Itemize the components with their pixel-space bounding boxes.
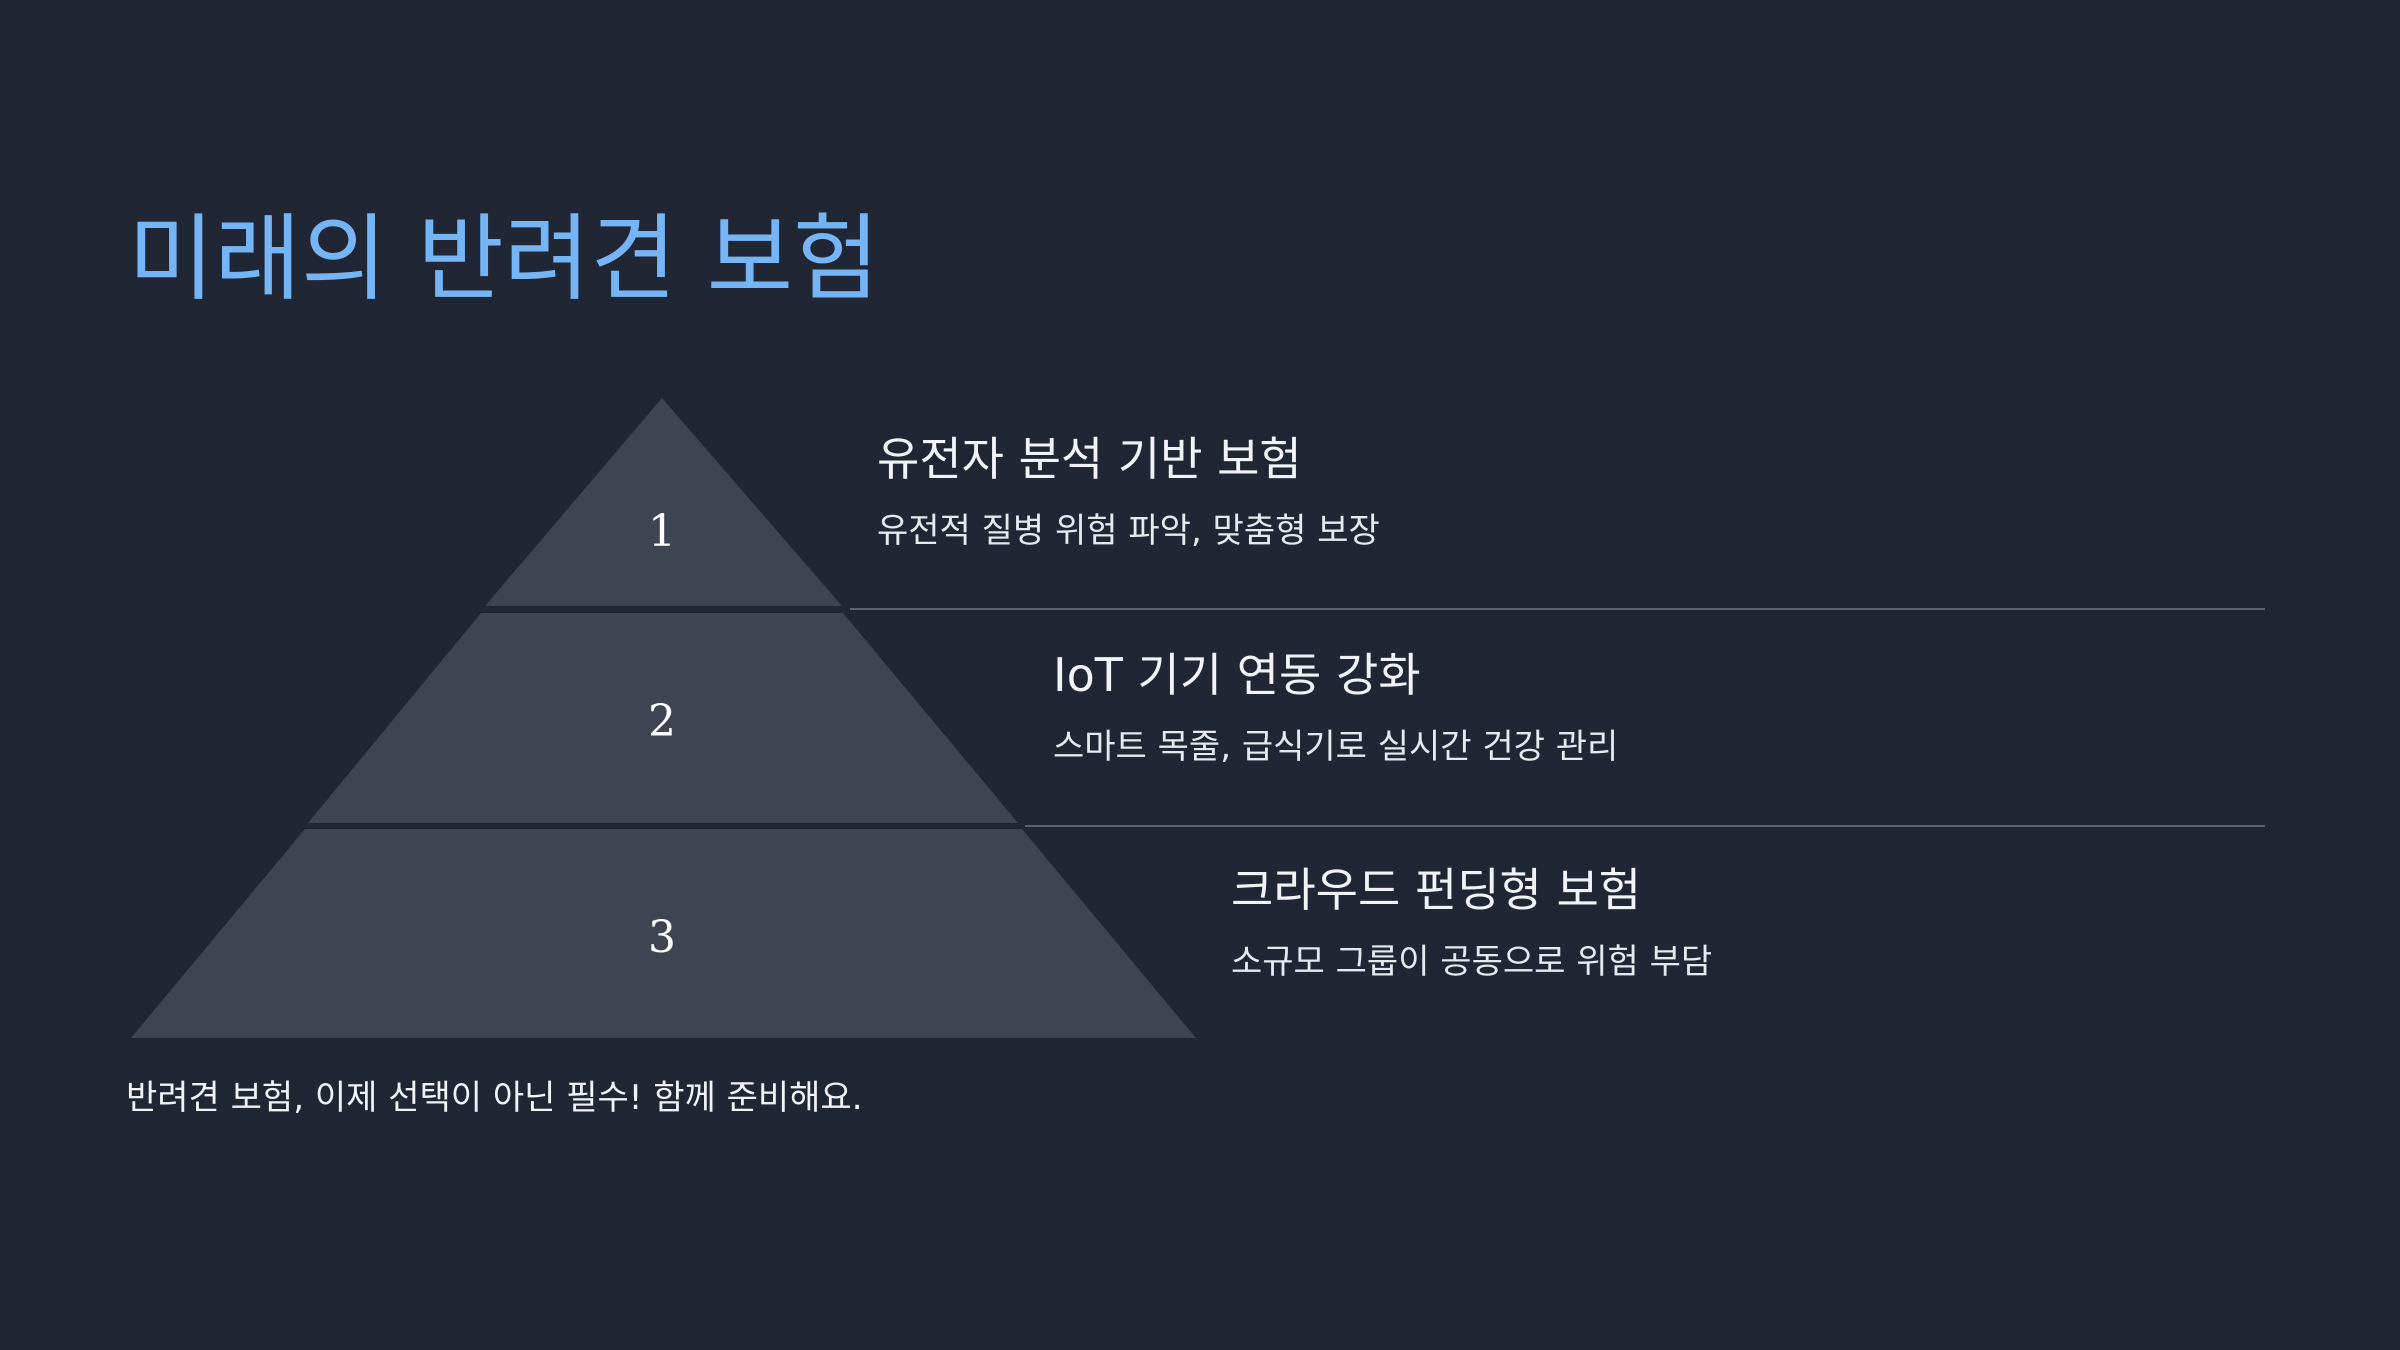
level-2-title: IoT 기기 연동 강화	[1053, 648, 1421, 702]
level-2-description: 스마트 목줄, 급식기로 실시간 건강 관리	[1053, 727, 1619, 768]
pyramid-level-1	[485, 398, 842, 606]
level-2-text: IoT 기기 연동 강화 스마트 목줄, 급식기로 실시간 건강 관리	[1053, 648, 1618, 768]
level-3-title: 크라우드 펀딩형 보험	[1231, 863, 1642, 917]
level-number-3: 3	[648, 912, 676, 963]
level-1-text: 유전자 분석 기반 보험 유전적 질병 위험 파악, 맞춤형 보장	[877, 432, 1380, 552]
level-3-description: 소규모 그룹이 공동으로 위험 부담	[1231, 942, 1713, 983]
level-number-2: 2	[648, 696, 676, 747]
pyramid-level-3	[131, 829, 1196, 1038]
level-1-title: 유전자 분석 기반 보험	[877, 432, 1302, 486]
level-number-1: 1	[648, 506, 676, 557]
pyramid-level-2	[308, 613, 1018, 823]
slide-title: 미래의 반려견 보험	[128, 205, 880, 314]
footer-text: 반려견 보험, 이제 선택이 아닌 필수! 함께 준비해요.	[126, 1078, 863, 1118]
level-1-description: 유전적 질병 위험 파악, 맞춤형 보장	[877, 511, 1380, 552]
level-3-text: 크라우드 펀딩형 보험 소규모 그룹이 공동으로 위험 부담	[1231, 863, 1712, 983]
